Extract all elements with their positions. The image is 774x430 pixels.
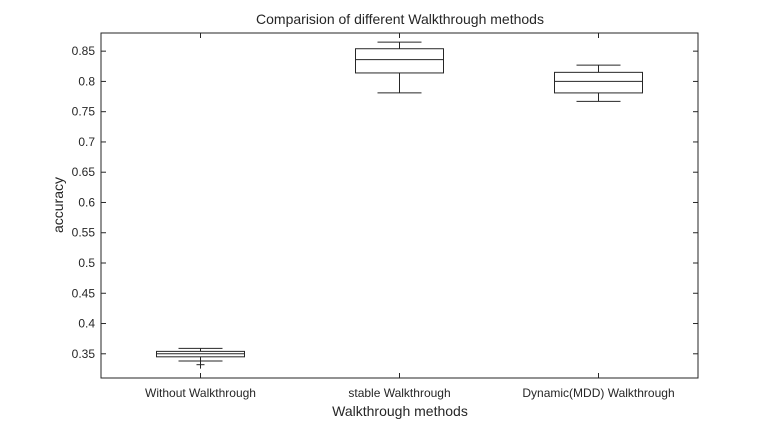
y-axis-ticks: 0.35 0.4 0.45 0.5 0.55 0.6 0.65 0.7 0.75 0.8 0.85 [72,44,698,361]
y-tick-label: 0.75 [72,105,96,119]
box-iqr [355,48,444,74]
y-tick-label: 0.4 [78,317,95,331]
x-axis-ticks: Without Walkthrough stable Walkthrough Dyn… [145,33,675,400]
box-item [554,64,643,102]
outlier-marker [196,360,205,369]
y-tick-label: 0.45 [72,286,96,300]
box-item [355,41,444,94]
y-axis-title: accuracy [50,177,66,233]
box-item [156,347,245,369]
x-axis-title: Walkthrough methods [332,403,468,419]
y-tick-label: 0.6 [78,195,95,209]
box-iqr [554,71,643,94]
y-tick-label: 0.35 [72,347,96,361]
x-tick-label: Without Walkthrough [145,386,256,400]
chart-title: Comparision of different Walkthrough met… [256,11,544,27]
y-tick-label: 0.85 [72,44,96,58]
y-tick-label: 0.7 [78,135,95,149]
x-tick-label: stable Walkthrough [348,386,450,400]
x-tick-label: Dynamic(MDD) Walkthrough [522,386,674,400]
box-series [156,41,643,369]
y-tick-label: 0.55 [72,226,96,240]
y-tick-label: 0.8 [78,74,95,88]
y-tick-label: 0.65 [72,165,96,179]
y-tick-label: 0.5 [78,256,95,270]
